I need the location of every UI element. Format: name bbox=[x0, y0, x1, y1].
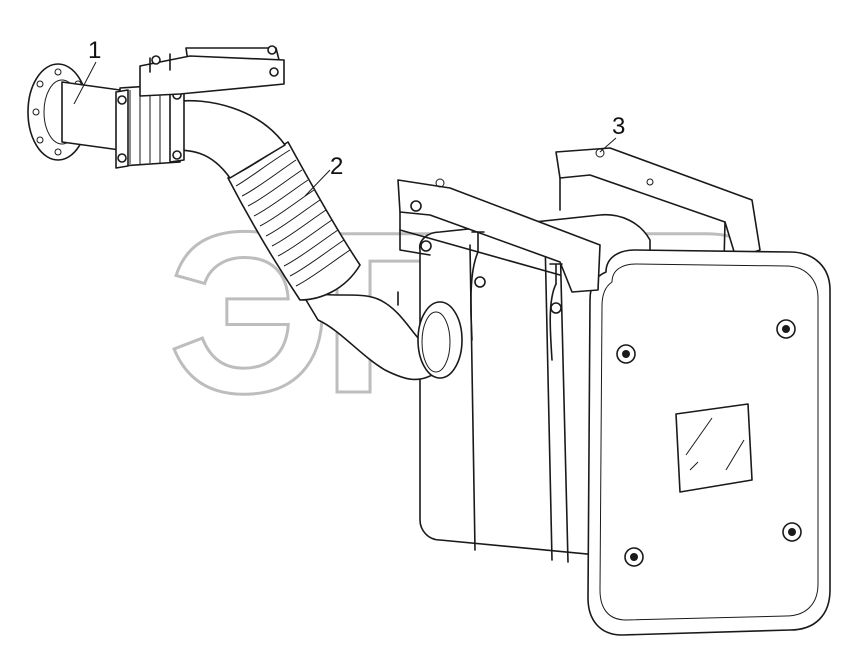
callout-2-label: 2 bbox=[330, 153, 343, 180]
exhaust-brake-valve bbox=[27, 45, 285, 169]
callouts: 1 2 3 bbox=[73, 37, 625, 197]
mounting-strap bbox=[397, 179, 601, 293]
callout-3: 3 bbox=[599, 113, 625, 153]
callout-3-label: 3 bbox=[612, 113, 625, 140]
inlet-flange bbox=[417, 301, 463, 379]
muffler bbox=[397, 147, 831, 636]
callout-1-label: 1 bbox=[88, 37, 101, 64]
callout-2: 2 bbox=[304, 153, 343, 197]
corrugation-rings bbox=[235, 149, 351, 287]
end-cap-bolts bbox=[616, 319, 802, 567]
upper-bend-pipe bbox=[169, 99, 286, 179]
callout-1: 1 bbox=[73, 37, 101, 105]
exhaust-pipe bbox=[169, 99, 463, 381]
data-plate bbox=[675, 403, 753, 493]
